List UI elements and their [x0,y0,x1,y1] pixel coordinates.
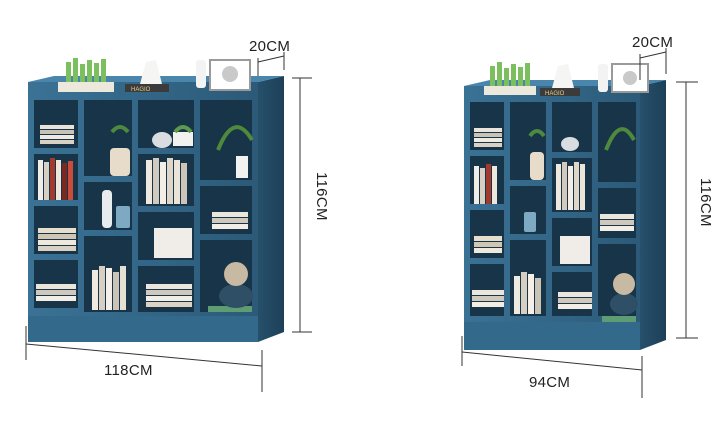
small-top-decor: HAGIO [484,62,649,97]
large-depth-label: 20CM [249,38,291,55]
large-plinth [28,316,258,342]
small-plinth [464,322,640,350]
small-depth-label: 20CM [632,34,674,51]
small-book-box-text: HAGIO [545,91,565,97]
small-books [472,128,636,322]
large-bookshelf: HAGIO [28,58,284,342]
small-width-label: 94CM [529,374,571,391]
small-height-label: 116CM [697,178,714,227]
small-bookshelf: HAGIO [464,62,666,350]
large-book-box-text: HAGIO [131,87,151,93]
small-decor [524,127,638,315]
large-side-panel [258,76,284,342]
large-width-label: 118CM [104,362,153,379]
dimension-lines [25,48,698,398]
small-side-panel [640,80,666,350]
large-top-decor: HAGIO [58,58,251,93]
large-decor [102,125,254,308]
large-books [36,125,252,312]
large-height-label: 116CM [313,172,330,221]
